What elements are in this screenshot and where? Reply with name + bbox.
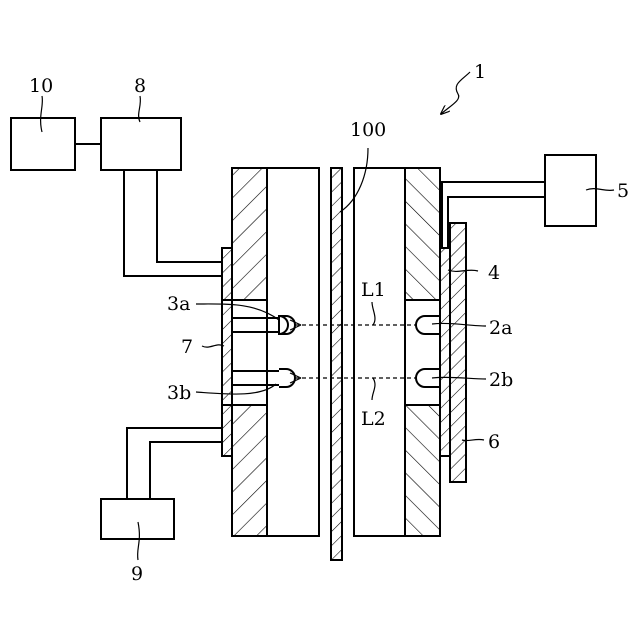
label-6: 6	[488, 431, 500, 453]
receiver-cavity	[232, 300, 267, 405]
plate-7-middle	[222, 300, 232, 405]
label-2a: 2a	[489, 317, 512, 339]
plate-7-upper	[222, 248, 232, 300]
leader-L2	[372, 378, 375, 400]
label-1: 1	[474, 61, 486, 83]
label-2b: 2b	[489, 369, 513, 391]
cable-9-7	[127, 428, 222, 499]
label-3a: 3a	[167, 293, 190, 315]
right-block-hatched-lower	[405, 405, 440, 536]
box-9	[101, 499, 174, 539]
label-5: 5	[617, 180, 629, 202]
label-L2: L2	[361, 408, 386, 430]
label-L1: L1	[361, 279, 386, 301]
label-9: 9	[131, 563, 143, 585]
box-8	[101, 118, 181, 170]
right-block-hatched-upper	[405, 168, 440, 300]
target-100	[331, 168, 342, 560]
label-100: 100	[350, 119, 386, 141]
left-block-hatched-lower	[232, 405, 267, 536]
leader-1	[441, 72, 470, 114]
cable-8-7	[124, 170, 222, 276]
label-4: 4	[488, 262, 500, 284]
leader-L1	[372, 302, 375, 325]
label-10: 10	[29, 75, 53, 97]
plate-6	[450, 223, 466, 482]
box-5	[545, 155, 596, 226]
box-10	[11, 118, 75, 170]
plate-4	[440, 248, 450, 456]
label-3b: 3b	[167, 382, 191, 404]
label-8: 8	[134, 75, 146, 97]
plate-7-lower	[222, 405, 232, 456]
left-block-hatched-upper	[232, 168, 267, 300]
leader-7	[202, 345, 224, 347]
label-7: 7	[181, 336, 193, 358]
